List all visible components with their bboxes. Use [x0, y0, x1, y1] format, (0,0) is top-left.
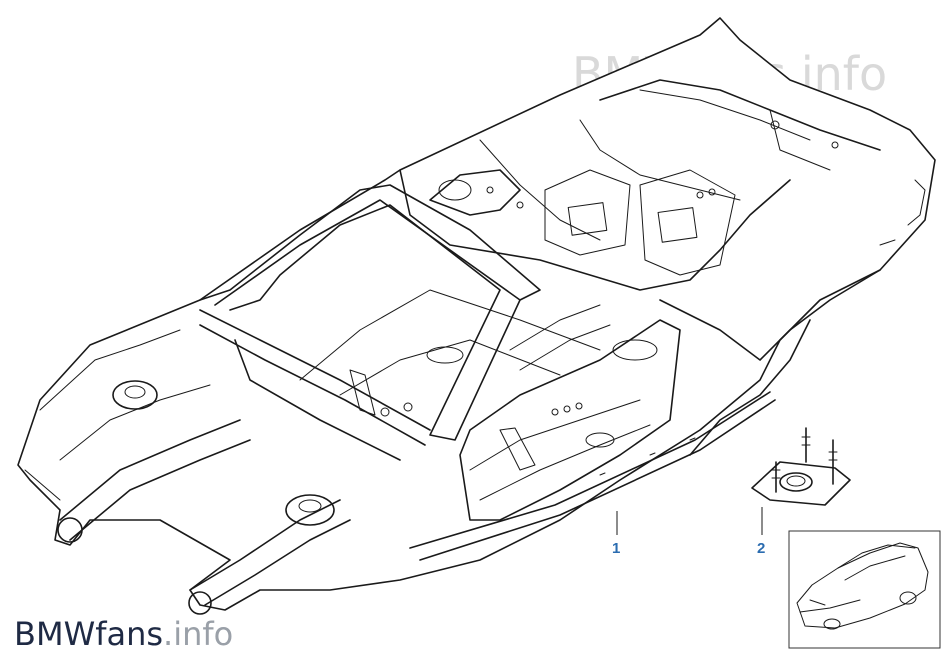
callout-1[interactable]: 1: [612, 540, 620, 557]
vehicle-thumbnail[interactable]: [788, 530, 941, 649]
callout-2[interactable]: 2: [757, 540, 765, 557]
watermark-bottom-brand: BMWfans: [14, 615, 163, 653]
watermark-bottom-tld: .info: [163, 615, 233, 653]
car-silhouette-icon: [796, 542, 929, 630]
watermark-bottom: BMWfans.info: [14, 615, 233, 653]
strut-mount-plate-drawing[interactable]: [751, 427, 851, 506]
body-in-white-drawing[interactable]: [17, 17, 936, 615]
